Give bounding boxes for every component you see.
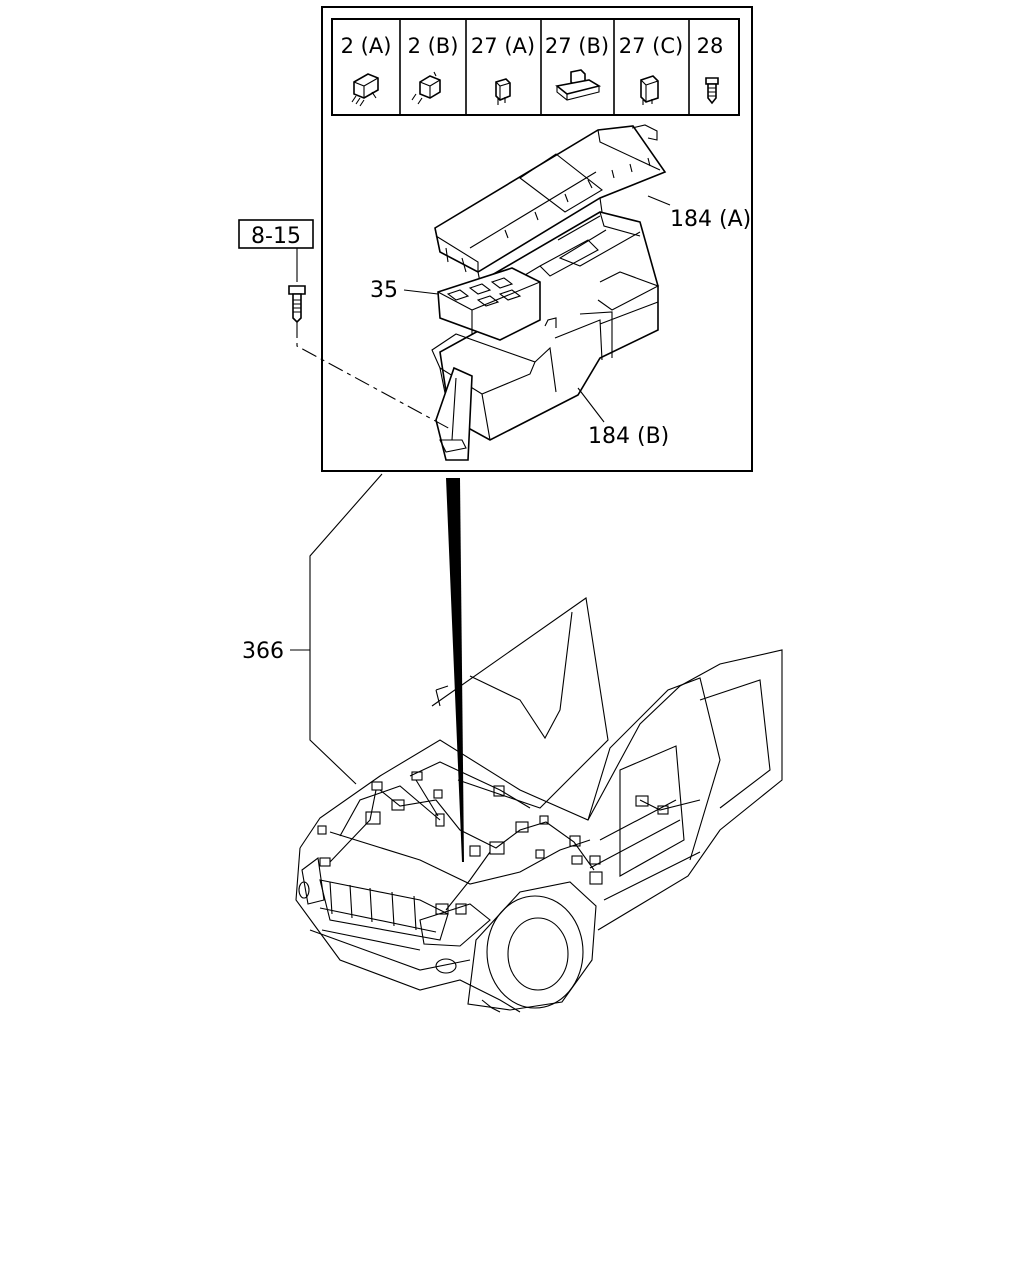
bolt-ref-label: 8-15 bbox=[251, 224, 301, 249]
fuse-box-cover bbox=[434, 124, 667, 283]
bolt-dash-leader bbox=[296, 322, 453, 431]
fuse-b-icon bbox=[555, 69, 602, 101]
header-27b: 27 (B) bbox=[545, 34, 609, 58]
cover-leader bbox=[647, 195, 671, 206]
harness-label: 366 bbox=[242, 639, 284, 664]
cover-label: 184 (A) bbox=[670, 207, 751, 232]
harness-leader bbox=[309, 473, 383, 785]
vehicle-illustration bbox=[295, 597, 783, 1013]
header-28: 28 bbox=[697, 34, 724, 58]
relay-label: 35 bbox=[370, 278, 398, 303]
header-27a: 27 (A) bbox=[471, 34, 535, 58]
location-pointer bbox=[446, 478, 464, 862]
header-2a: 2 (A) bbox=[341, 34, 392, 58]
fuse-c-icon bbox=[640, 75, 659, 105]
fuse-box-base bbox=[431, 211, 660, 461]
connector-a-icon bbox=[351, 73, 379, 107]
base-leader bbox=[577, 387, 605, 423]
parts-table: 2 (A) 2 (B) 27 (A) 27 (B) 27 (C) 28 bbox=[331, 18, 740, 116]
connector-b-icon bbox=[411, 71, 441, 105]
fuse-a-icon bbox=[495, 78, 511, 105]
header-27c: 27 (C) bbox=[619, 34, 683, 58]
relay-leader bbox=[403, 289, 439, 295]
detail-frame bbox=[321, 6, 753, 472]
bolt-icon bbox=[288, 285, 306, 324]
bolt-ref-box bbox=[238, 219, 314, 249]
header-2b: 2 (B) bbox=[408, 34, 459, 58]
base-label: 184 (B) bbox=[588, 424, 669, 449]
clip-icon bbox=[705, 77, 719, 105]
relay-block bbox=[437, 267, 541, 341]
